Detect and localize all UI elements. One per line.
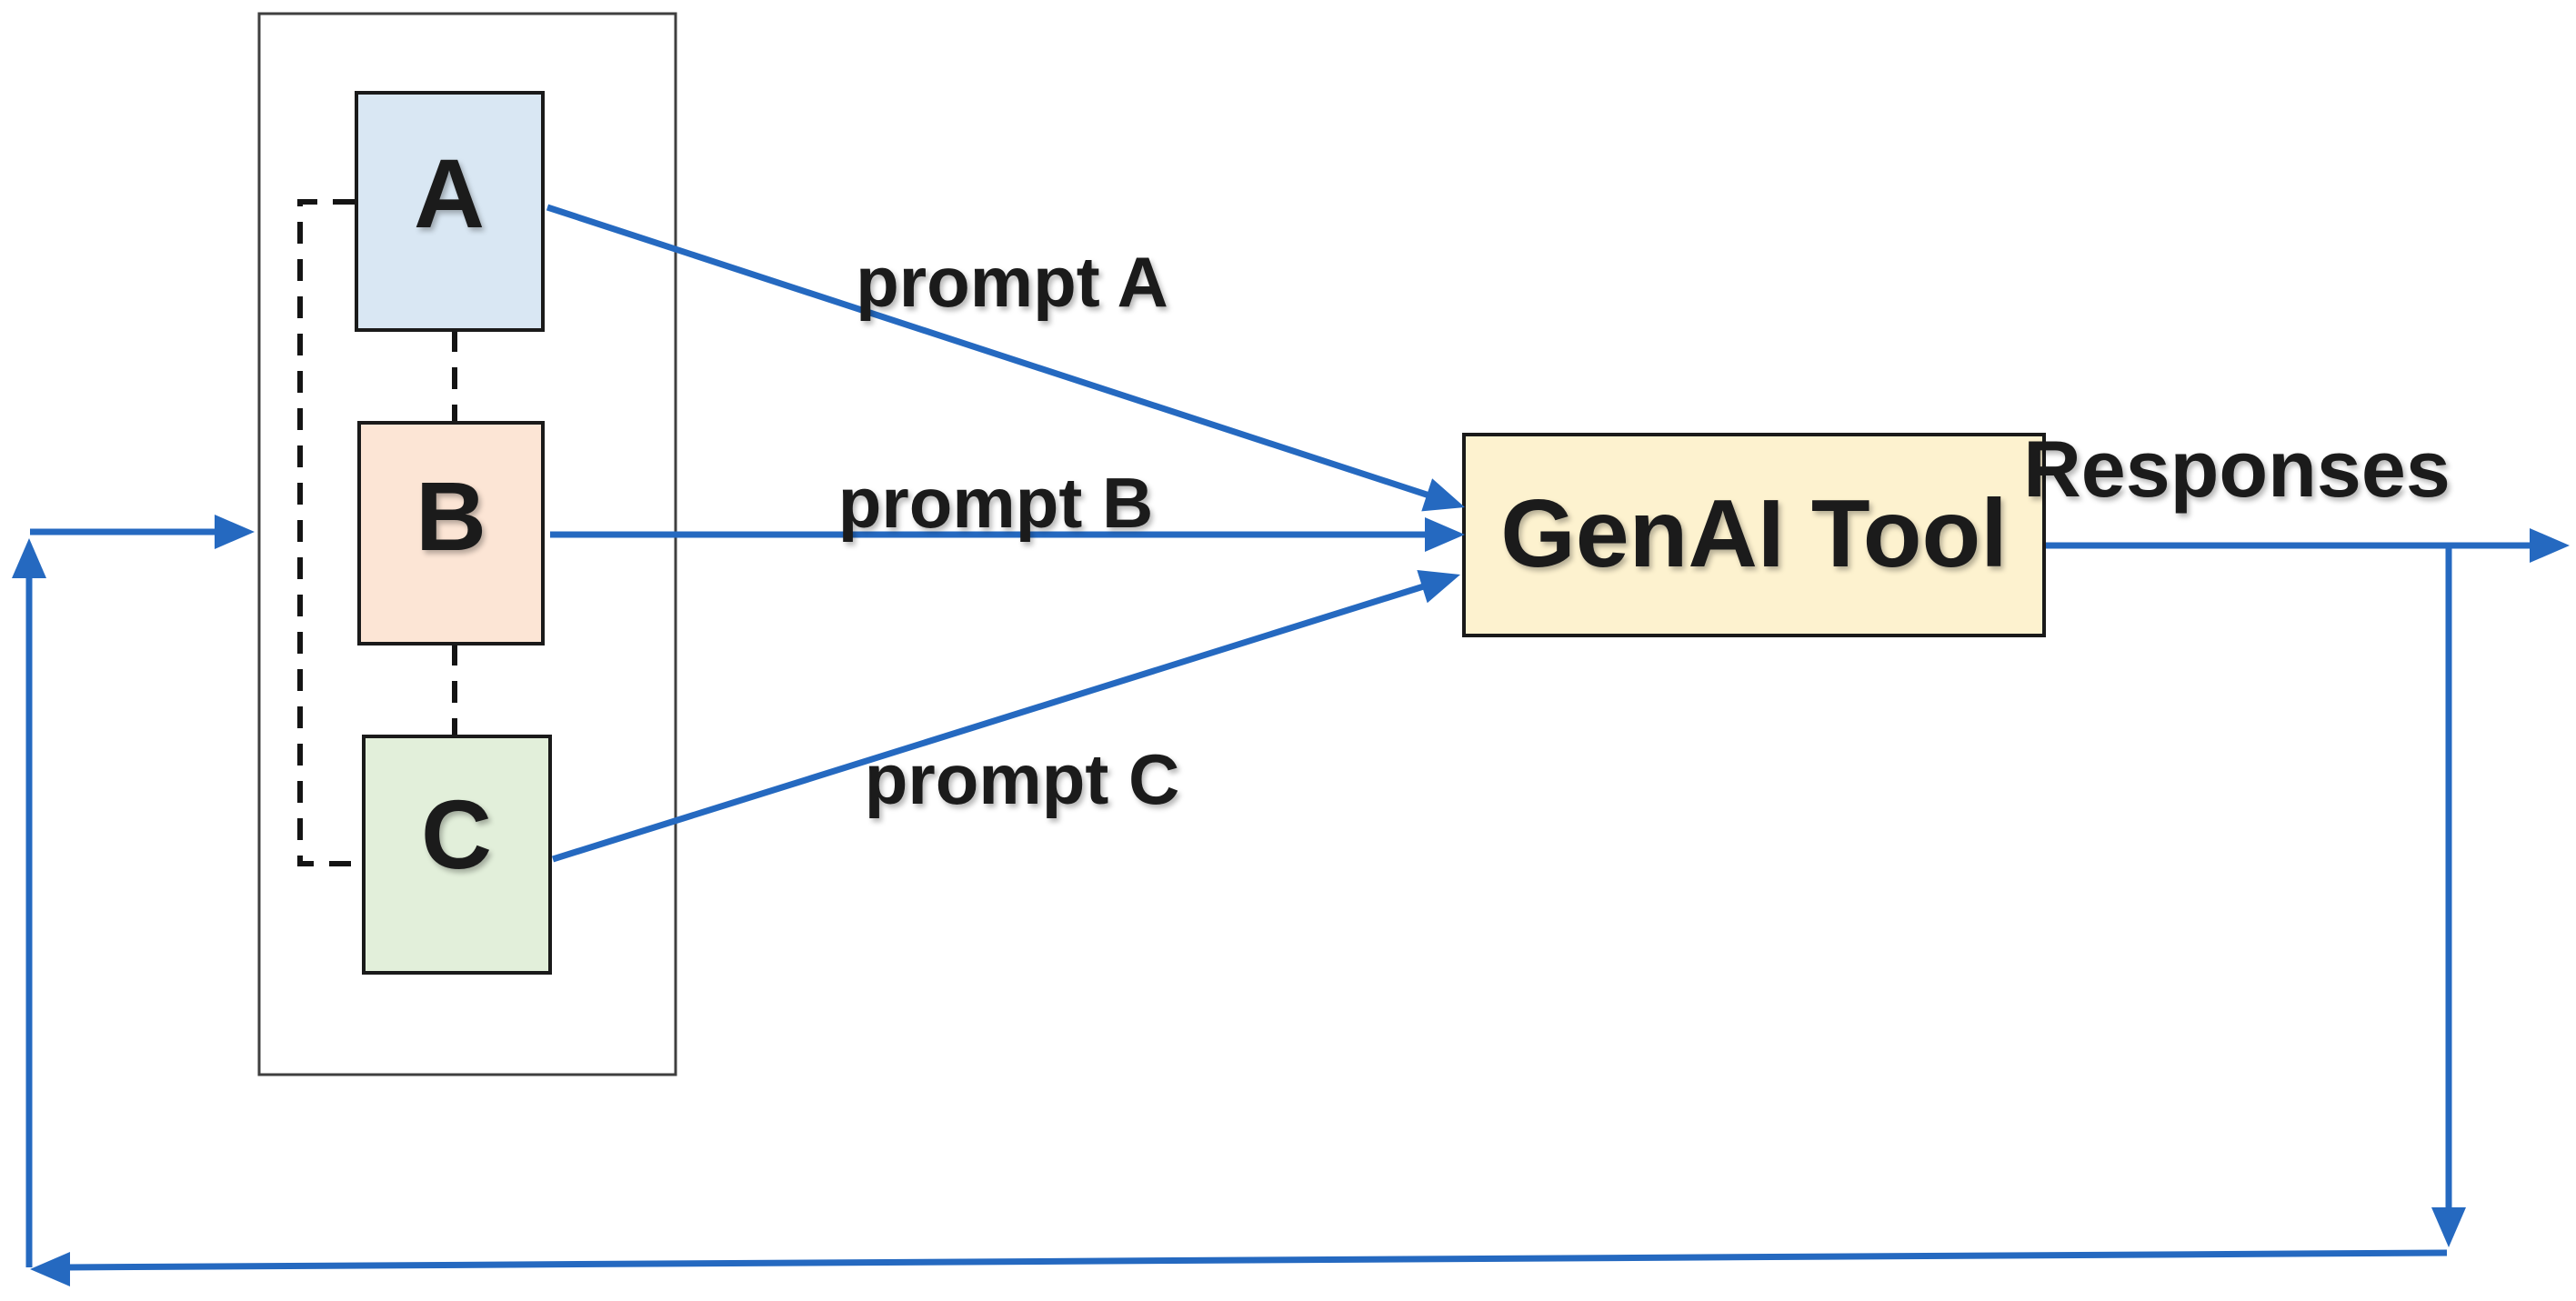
genai-tool-box bbox=[1462, 433, 2046, 637]
prompt-c-arrowhead bbox=[1417, 570, 1460, 604]
feedback-bottom-arrowhead bbox=[30, 1252, 70, 1286]
feedback-down-arrowhead bbox=[2431, 1207, 2466, 1247]
box-a bbox=[355, 91, 545, 332]
box-b bbox=[357, 421, 545, 645]
prompt-b-label: prompt B bbox=[837, 463, 1154, 543]
box-c-label: C bbox=[421, 779, 492, 889]
box-a-label: A bbox=[414, 138, 485, 248]
prompt-a-arrowhead bbox=[1421, 478, 1465, 512]
responses-label: Responses bbox=[2023, 424, 2451, 514]
feedback-bottom-arrow bbox=[65, 1249, 2448, 1271]
prompt-b-arrowhead bbox=[1425, 517, 1465, 552]
dashed-bracket bbox=[297, 199, 362, 866]
prompt-a-arrow bbox=[546, 204, 1437, 501]
feedback-up-arrowhead bbox=[12, 538, 46, 578]
prompt-a-label: prompt A bbox=[856, 242, 1168, 322]
feedback-input-arrowhead bbox=[215, 515, 255, 549]
box-c bbox=[362, 735, 552, 975]
genai-tool-label: GenAI Tool bbox=[1500, 480, 2008, 587]
prompt-c-arrow bbox=[551, 581, 1431, 863]
prompt-c-label: prompt C bbox=[864, 739, 1180, 819]
responses-arrowhead bbox=[2530, 528, 2570, 563]
box-b-label: B bbox=[416, 461, 486, 571]
